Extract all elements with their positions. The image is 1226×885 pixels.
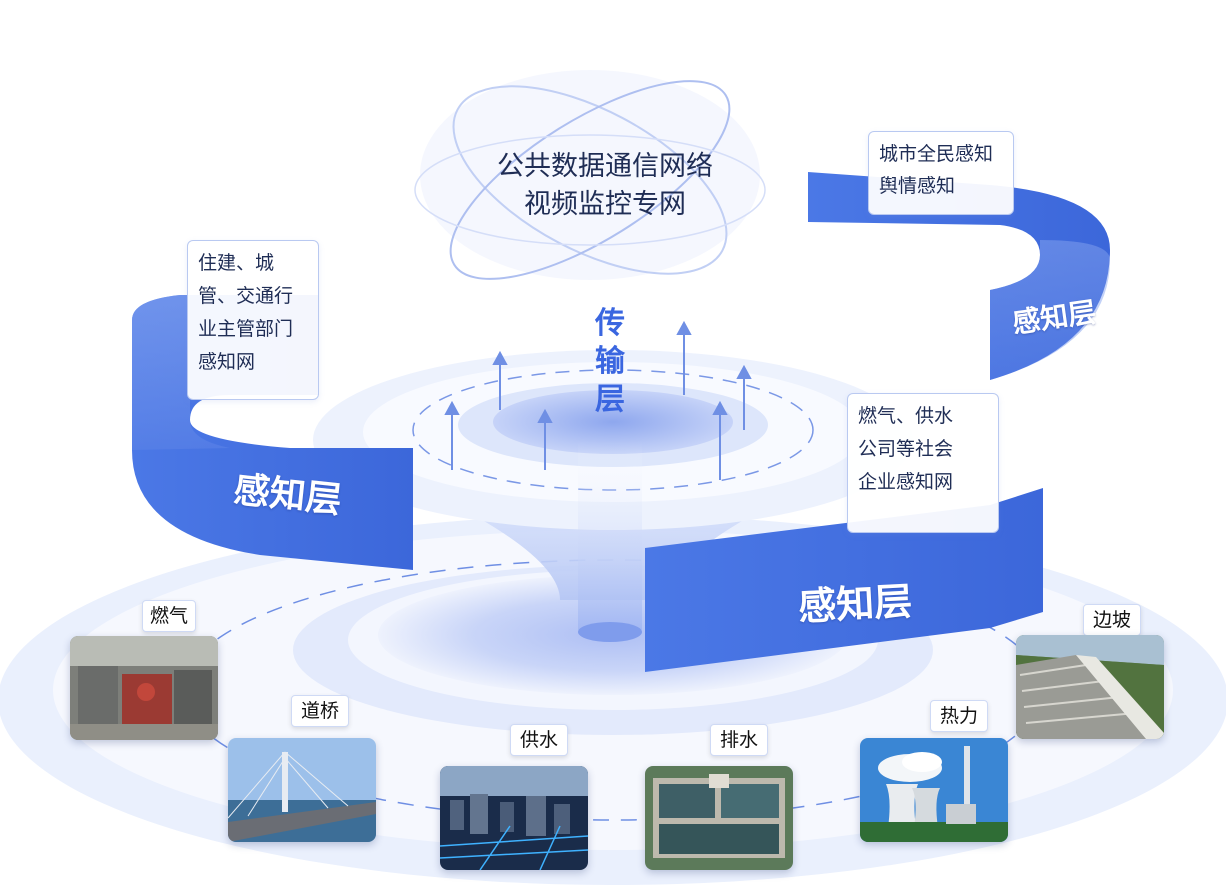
gas-facility-photo — [70, 636, 218, 740]
tag-water-supply: 供水 — [510, 724, 568, 756]
tag-heating: 热力 — [930, 700, 988, 732]
tag-slope: 边坡 — [1083, 604, 1141, 636]
card-right-public: 城市全民感知 舆情感知 — [868, 131, 1014, 215]
tag-gas: 燃气 — [142, 600, 196, 632]
perception-layer-right-bottom: 感知层 — [797, 579, 914, 629]
tag-drainage: 排水 — [710, 724, 768, 756]
perception-layer-left: 感知层 — [231, 469, 344, 522]
network-line-1: 公共数据通信网络 — [497, 151, 713, 182]
city-water-photo — [440, 766, 588, 870]
slope-photo — [1016, 635, 1164, 739]
transport-layer-label: 传输层 — [595, 306, 625, 417]
power-plant-photo — [860, 738, 1008, 842]
network-title: 公共数据通信网络 视频监控专网 — [455, 148, 755, 224]
drainage-plant-photo — [645, 766, 793, 870]
card-left-government: 住建、城 管、交通行 业主管部门 感知网 — [187, 240, 319, 400]
network-line-2: 视频监控专网 — [524, 189, 686, 220]
tag-bridge: 道桥 — [291, 695, 349, 727]
card-right-enterprise: 燃气、供水 公司等社会 企业感知网 — [847, 393, 999, 533]
bridge-photo — [228, 738, 376, 842]
